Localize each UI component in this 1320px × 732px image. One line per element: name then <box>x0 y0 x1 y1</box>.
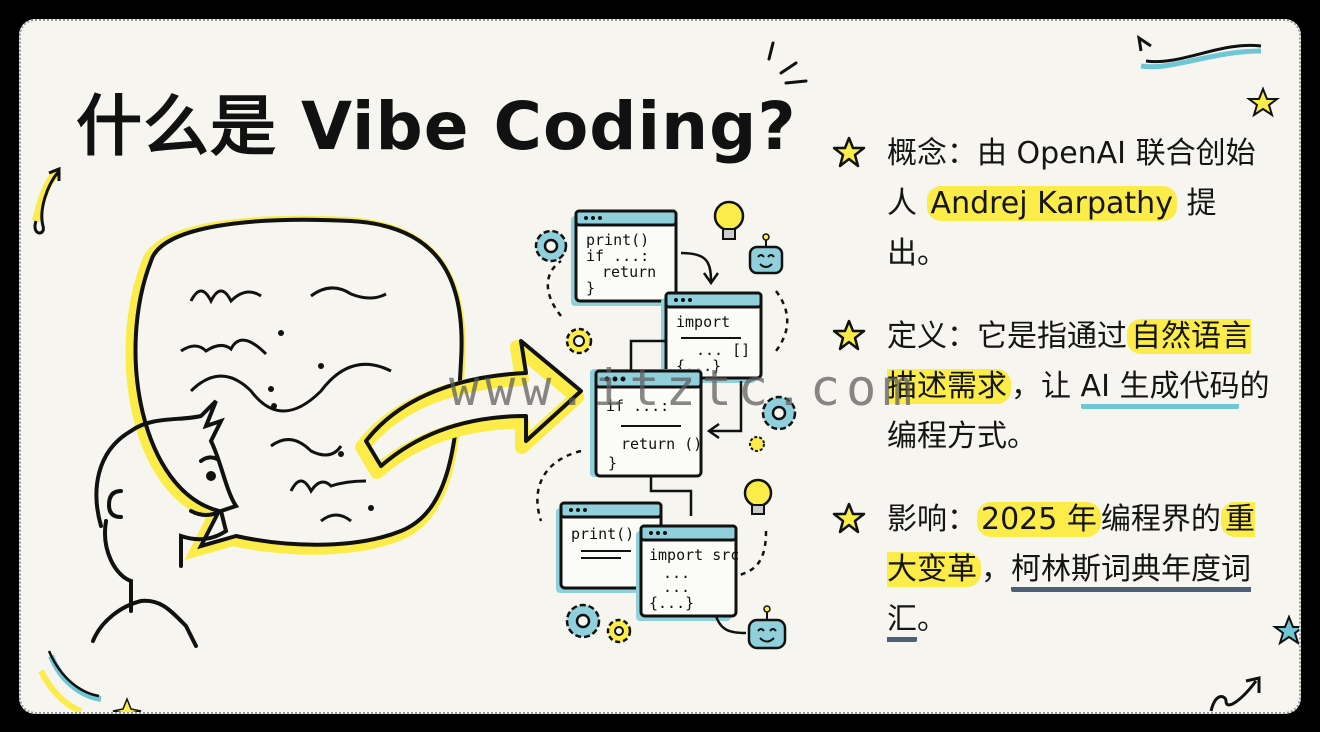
bullet-list: 概念：由 OpenAI 联合创始人 Andrej Karpathy 提出。 定义… <box>831 129 1271 678</box>
bullet-label: 影响： <box>887 502 977 537</box>
svg-text:...: ... <box>663 578 690 596</box>
gear-icon <box>761 395 797 431</box>
star-icon <box>832 319 866 351</box>
svg-text:print(): print() <box>586 231 649 249</box>
svg-text:if ...:: if ...: <box>606 397 669 415</box>
speech-bubble-icon <box>125 215 466 561</box>
svg-text:if ...:: if ...: <box>586 247 649 265</box>
bullet-text: 编程界的 <box>1100 502 1221 537</box>
svg-text:return: return <box>602 263 656 281</box>
svg-text:{...}: {...} <box>649 594 694 612</box>
code-window-5: import src ... ... {...} <box>636 524 739 621</box>
bullet-text: 它是指通过 <box>977 319 1127 354</box>
swoosh-icon <box>1136 34 1262 70</box>
svg-text:... []: ... [] <box>696 341 750 359</box>
bullet-definition: 定义：它是指通过自然语言描述需求，让 AI 生成代码的编程方式。 <box>831 312 1271 462</box>
lightbulb-icon <box>713 200 745 240</box>
underline-collins-word: 柯林斯词典年度词汇 <box>887 552 1251 642</box>
star-icon <box>832 136 866 168</box>
gear-icon <box>565 327 593 355</box>
star-icon <box>832 502 866 534</box>
svg-text:}: } <box>608 454 617 472</box>
bullet-label: 概念： <box>887 136 977 171</box>
bullet-text: 。 <box>917 602 947 637</box>
gear-icon <box>606 618 632 644</box>
bullet-text: 提出。 <box>887 186 1217 271</box>
gear-icon <box>534 229 568 263</box>
bullet-text: 由 OpenAI 联合创始人 <box>887 136 1256 221</box>
arrow-right-icon <box>355 339 584 479</box>
page-title: 什么是 Vibe Coding? <box>76 88 797 165</box>
gear-icon <box>565 603 601 639</box>
svg-text:return (): return () <box>621 435 702 453</box>
svg-text:...: ... <box>663 564 690 582</box>
lightbulb-icon <box>743 478 773 515</box>
star-icon <box>1246 86 1280 118</box>
code-window-2: import ... [] {...} <box>661 291 763 383</box>
slide-card: print() if ...: return } import ... [] {… <box>19 19 1301 714</box>
bullet-text: 的编程方式。 <box>887 369 1270 454</box>
curved-arrow-icon <box>1209 676 1261 712</box>
bullet-impact: 影响：2025 年编程界的重大变革，柯林斯词典年度词汇。 <box>831 495 1271 645</box>
arc-lines-icon <box>38 650 102 712</box>
bullet-label: 定义： <box>887 319 977 354</box>
underline-ai-code: AI 生成代码 <box>1080 369 1240 409</box>
bullet-concept: 概念：由 OpenAI 联合创始人 Andrej Karpathy 提出。 <box>831 129 1271 279</box>
bullet-text: ， <box>981 552 1011 587</box>
person-icon <box>91 399 240 648</box>
highlight-name: Andrej Karpathy <box>926 186 1177 221</box>
code-window-1: print() if ...: return } <box>571 209 678 306</box>
illustration: print() if ...: return } import ... [] {… <box>32 34 1299 712</box>
robot-icon <box>747 605 787 650</box>
code-window-3: if ...: return () } <box>590 369 703 478</box>
highlight-year: 2025 年 <box>977 502 1101 537</box>
bullet-text: ，让 <box>1011 369 1081 404</box>
watermark: www.itztc.com <box>449 359 919 417</box>
svg-text:}: } <box>586 279 595 297</box>
gear-icon <box>749 436 765 452</box>
sparkle-lines-icon <box>767 41 808 85</box>
star-icon <box>112 696 142 712</box>
star-icon <box>1272 614 1299 646</box>
svg-text:print(): print() <box>571 525 634 543</box>
robot-icon <box>748 233 784 275</box>
svg-text:import src: import src <box>649 546 739 564</box>
svg-text:import: import <box>676 313 730 331</box>
curly-arrow-icon <box>32 166 62 235</box>
flow-arrows-icon <box>536 251 789 635</box>
